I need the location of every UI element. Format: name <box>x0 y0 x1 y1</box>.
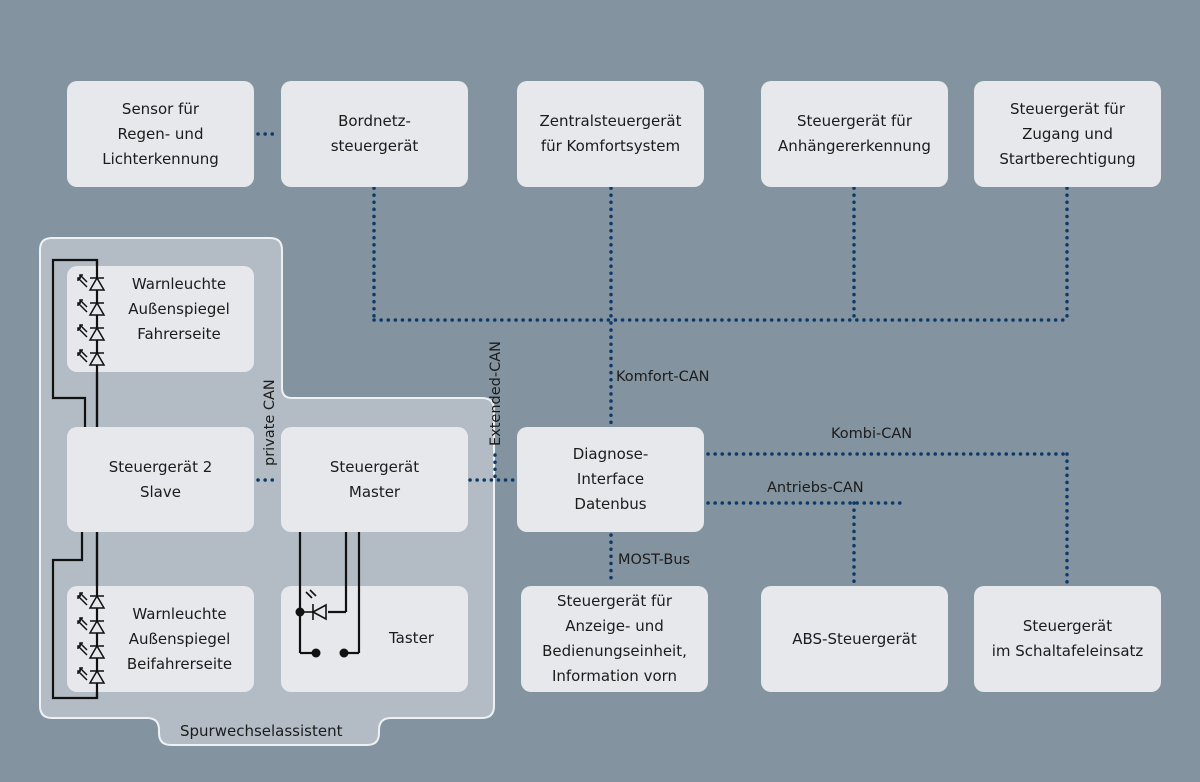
node-steuergeraet-master: Steuergerät Master <box>281 427 468 532</box>
node-anhaengererkennung: Steuergerät für Anhängererkennung <box>761 81 948 187</box>
node-anzeige-bedienungseinheit: Steuergerät für Anzeige- und Bedienungse… <box>521 586 708 692</box>
node-abs-steuergeraet: ABS-Steuergerät <box>761 586 948 692</box>
label-extended-can: Extended-CAN <box>488 341 504 446</box>
node-schalttafeleinsatz: Steuergerät im Schaltafeleinsatz <box>974 586 1161 692</box>
group-label-spurwechselassistent: Spurwechselassistent <box>180 722 343 740</box>
label-most-bus: MOST-Bus <box>618 552 691 568</box>
node-diagnose-interface: Diagnose- Interface Datenbus <box>517 427 704 532</box>
warnleuchte-fahrerseite-label: Warnleuchte Außenspiegel Fahrerseite <box>128 275 230 343</box>
label-private-can: private CAN <box>262 379 278 466</box>
node-zugang-startberechtigung: Steuergerät für Zugang und Startberechti… <box>974 81 1161 187</box>
warnleuchte-beifahrerseite-label: Warnleuchte Außenspiegel Beifahrerseite <box>126 605 233 673</box>
node-warnleuchte-beifahrerseite: Warnleuchte Außenspiegel Beifahrerseite <box>67 586 254 692</box>
label-antriebs-can: Antriebs-CAN <box>767 480 864 496</box>
node-sensor-regen-licht: Sensor für Regen- und Lichterkennung <box>67 81 254 187</box>
node-steuergeraet-slave: Steuergerät 2 Slave <box>67 427 254 532</box>
label-kombi-can: Kombi-CAN <box>831 426 913 442</box>
node-bordnetzsteuergeraet: Bordnetz- steuergerät <box>281 81 468 187</box>
node-zentralsteuergeraet: Zentralsteuergerät für Komfortsystem <box>517 81 704 187</box>
label-komfort-can: Komfort-CAN <box>616 369 710 385</box>
node-taster: Taster <box>281 586 468 692</box>
node-warnleuchte-fahrerseite: Warnleuchte Außenspiegel Fahrerseite <box>67 266 254 372</box>
taster-label: Taster <box>389 629 434 647</box>
